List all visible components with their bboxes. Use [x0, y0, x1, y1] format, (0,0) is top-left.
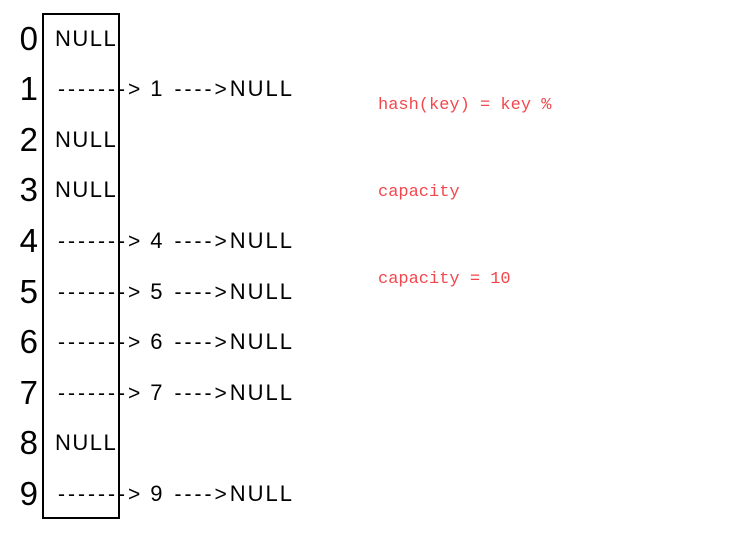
chain-6: ------->6 ---->NULL [58, 329, 294, 355]
bucket-row-7: 7 ------->7---->NULL [0, 367, 420, 418]
chain-1: ------->1 ---->NULL [58, 76, 294, 102]
bucket-index: 5 [19, 273, 38, 310]
bucket-index: 4 [19, 222, 38, 259]
arrow-dashed-line: -------> [58, 77, 144, 101]
bucket-null-label: NULL [55, 176, 118, 202]
bucket-array-box [42, 13, 120, 519]
chain-null-label: NULL [229, 278, 294, 304]
arrow-dashed-line: -------> [58, 280, 144, 304]
bucket-index: 2 [19, 121, 38, 158]
chain-node-value: 1 [150, 75, 163, 101]
chain-null-label: NULL [229, 379, 294, 405]
arrow-dashed-line: ----> [174, 77, 230, 101]
bucket-row-4: 4 ------->4---->NULL [0, 215, 420, 266]
arrow-dashed-line: -------> [58, 381, 144, 405]
bucket-row-6: 6 ------->6---->NULL [0, 316, 420, 367]
bucket-row-1: 1 ------->1---->NULL [0, 63, 420, 114]
arrow-dashed-line: -------> [58, 229, 144, 253]
chain-node-value: 5 [150, 278, 163, 304]
chain-node-value: 7 [150, 379, 163, 405]
bucket-index: 1 [19, 70, 38, 107]
annotation-line-1: hash(key) = key % [378, 96, 552, 115]
chain-null-label: NULL [229, 75, 294, 101]
annotation-line-3: capacity = 10 [378, 270, 511, 289]
bucket-index: 8 [19, 424, 38, 461]
chain-null-label: NULL [229, 328, 294, 354]
arrow-dashed-line: ----> [174, 330, 230, 354]
arrow-dashed-line: ----> [174, 229, 230, 253]
chain-node-value: 9 [150, 480, 163, 506]
hash-function-annotation: hash(key) = key % capacity capacity = 10 [378, 33, 551, 352]
bucket-index: 3 [19, 171, 38, 208]
arrow-dashed-line: ----> [174, 381, 230, 405]
bucket-null-label: NULL [55, 25, 118, 51]
bucket-index: 0 [19, 20, 38, 57]
chain-7: ------->7 ---->NULL [58, 380, 294, 406]
arrow-dashed-line: ----> [174, 280, 230, 304]
chain-null-label: NULL [229, 227, 294, 253]
bucket-row-9: 9 ------->9---->NULL [0, 468, 420, 519]
chain-node-value: 4 [150, 227, 163, 253]
bucket-index: 9 [19, 475, 38, 512]
bucket-index: 6 [19, 323, 38, 360]
arrow-dashed-line: -------> [58, 482, 144, 506]
bucket-row-0: 0 NULL [0, 13, 420, 64]
arrow-dashed-line: ----> [174, 482, 230, 506]
annotation-line-2: capacity [378, 183, 460, 202]
bucket-row-2: 2 NULL [0, 114, 420, 165]
bucket-row-3: 3 NULL [0, 164, 420, 215]
bucket-null-label: NULL [55, 126, 118, 152]
bucket-row-5: 5 ------->5---->NULL [0, 266, 420, 317]
chain-null-label: NULL [229, 480, 294, 506]
chain-9: ------->9 ---->NULL [58, 481, 294, 507]
chain-4: ------->4 ---->NULL [58, 228, 294, 254]
chain-5: ------->5 ---->NULL [58, 279, 294, 305]
bucket-index: 7 [19, 374, 38, 411]
bucket-row-8: 8 NULL [0, 417, 420, 468]
arrow-dashed-line: -------> [58, 330, 144, 354]
chain-node-value: 6 [150, 328, 163, 354]
bucket-null-label: NULL [55, 429, 118, 455]
